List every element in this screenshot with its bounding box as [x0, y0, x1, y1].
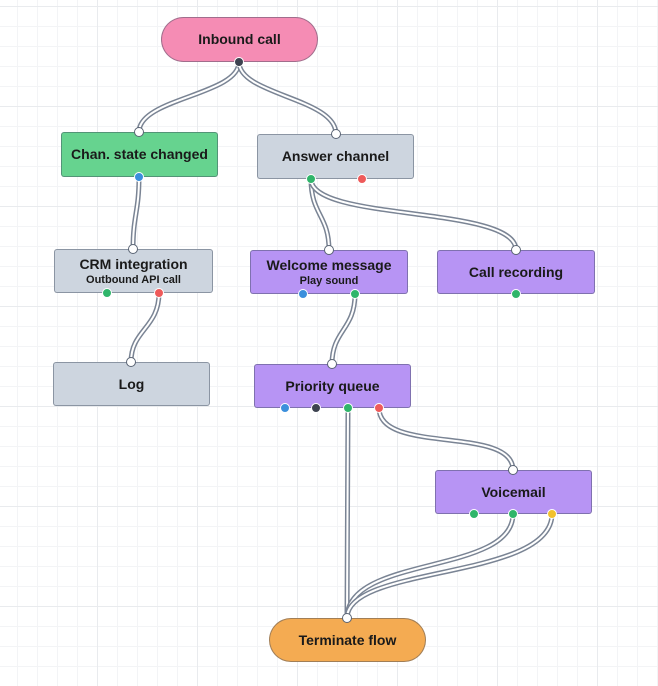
edge-chan-state-to-crm[interactable]: [130, 174, 142, 252]
input-port[interactable]: [327, 359, 337, 369]
node-inbound-call[interactable]: Inbound call: [161, 17, 318, 62]
edge-voicemail-yellow-to-terminate[interactable]: [344, 511, 555, 621]
node-call-recording[interactable]: Call recording: [437, 250, 595, 294]
node-crm-integration[interactable]: CRM integration Outbound API call: [54, 249, 213, 293]
output-port-yellow[interactable]: [547, 509, 557, 519]
edge-priority-queue-to-terminate[interactable]: [344, 405, 351, 621]
output-port-green[interactable]: [102, 288, 112, 298]
output-port-green[interactable]: [508, 509, 518, 519]
node-title: CRM integration: [79, 255, 188, 272]
output-port-blue[interactable]: [280, 403, 290, 413]
edge-answer-to-call-recording[interactable]: [308, 176, 519, 253]
output-port-red[interactable]: [374, 403, 384, 413]
output-port-green[interactable]: [511, 289, 521, 299]
edge-voicemail-green-to-terminate[interactable]: [344, 511, 516, 621]
output-port-green[interactable]: [306, 174, 316, 184]
input-port[interactable]: [342, 613, 352, 623]
input-port[interactable]: [511, 245, 521, 255]
node-title: Terminate flow: [298, 631, 397, 648]
node-priority-queue[interactable]: Priority queue: [254, 364, 411, 408]
input-port[interactable]: [134, 127, 144, 137]
output-port-green[interactable]: [343, 403, 353, 413]
output-port-red[interactable]: [154, 288, 164, 298]
edge-priority-queue-to-voicemail[interactable]: [376, 405, 516, 473]
node-voicemail[interactable]: Voicemail: [435, 470, 592, 514]
edge-crm-to-log[interactable]: [128, 290, 162, 365]
node-title: Welcome message: [266, 256, 392, 273]
node-log[interactable]: Log: [53, 362, 210, 406]
node-title: Priority queue: [285, 377, 380, 394]
node-title: Log: [118, 375, 145, 392]
node-subtitle: Play sound: [299, 274, 359, 287]
input-port[interactable]: [508, 465, 518, 475]
output-port-blue[interactable]: [134, 172, 144, 182]
output-port-dark[interactable]: [311, 403, 321, 413]
edge-welcome-to-priority-queue[interactable]: [329, 291, 358, 367]
node-title: Answer channel: [281, 148, 390, 164]
input-port[interactable]: [128, 244, 138, 254]
node-title: Call recording: [468, 263, 564, 280]
output-port-green[interactable]: [350, 289, 360, 299]
edge-inbound-to-answer-channel[interactable]: [236, 59, 339, 137]
node-title: Chan. state changed: [71, 146, 208, 162]
output-port-green[interactable]: [469, 509, 479, 519]
node-subtitle: Outbound API call: [86, 273, 181, 286]
node-title: Inbound call: [198, 31, 281, 47]
output-port-blue[interactable]: [298, 289, 308, 299]
input-port[interactable]: [331, 129, 341, 139]
node-terminate-flow[interactable]: Terminate flow: [269, 618, 426, 662]
node-answer-channel[interactable]: Answer channel: [257, 134, 414, 179]
edge-answer-to-welcome[interactable]: [308, 176, 332, 253]
node-welcome-message[interactable]: Welcome message Play sound: [250, 250, 408, 294]
node-chan-state-changed[interactable]: Chan. state changed: [61, 132, 218, 177]
edge-inbound-to-chan-state[interactable]: [136, 59, 242, 135]
input-port[interactable]: [324, 245, 334, 255]
node-title: Voicemail: [481, 483, 546, 500]
output-port-red[interactable]: [357, 174, 367, 184]
input-port[interactable]: [126, 357, 136, 367]
output-port-dark[interactable]: [234, 57, 244, 67]
